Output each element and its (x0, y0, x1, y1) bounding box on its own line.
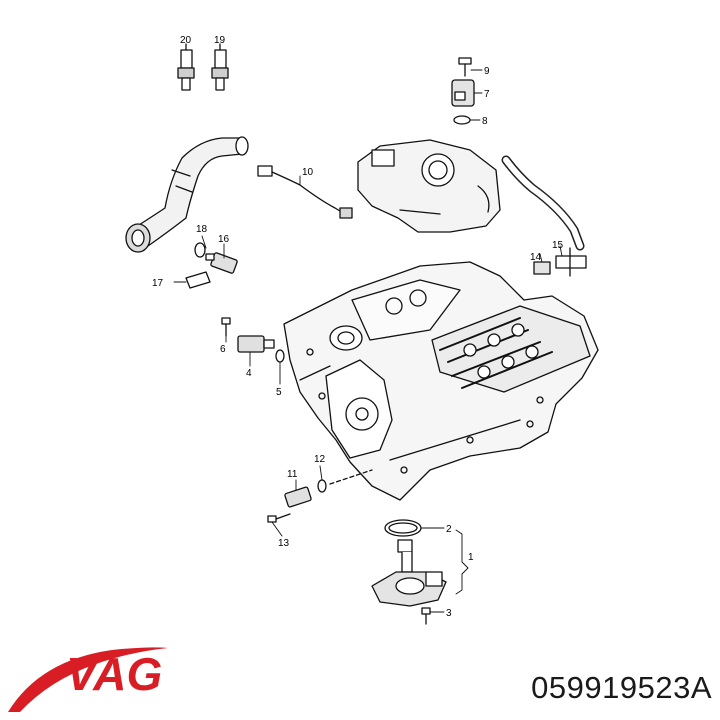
sensor-7 (451, 79, 475, 107)
callout-12: 12 (314, 454, 326, 465)
camshaft-sensor-4 (237, 335, 275, 353)
callout-19: 19 (214, 35, 226, 46)
oil-level-sensor-1 (371, 539, 447, 607)
retaining-clip-17 (185, 271, 211, 289)
callout-16: 16 (218, 234, 230, 245)
callout-13: 13 (278, 538, 290, 549)
sensor-11 (284, 486, 312, 508)
callout-9: 9 (484, 66, 490, 77)
callout-5: 5 (276, 387, 282, 398)
connector-15 (555, 247, 587, 277)
vag-logo-text: VAG (66, 648, 162, 700)
part-number: 059919523A (531, 670, 712, 705)
seal-ring-2 (384, 519, 422, 537)
bolt-3 (421, 607, 431, 625)
seal-ring-12 (317, 479, 327, 493)
bolt-6 (221, 317, 231, 337)
thermostat-housing (357, 139, 501, 233)
callout-1: 1 (468, 552, 474, 563)
callout-8: 8 (482, 116, 488, 127)
seal-ring-5 (275, 349, 285, 363)
sensor-14 (533, 261, 551, 275)
leader-lines (173, 43, 563, 613)
callout-20: 20 (180, 35, 192, 46)
pressure-switch-20 (177, 43, 195, 91)
bolt-13 (267, 513, 291, 523)
callout-15: 15 (552, 240, 564, 251)
engine-block (283, 261, 599, 501)
seal-ring-18 (194, 242, 206, 258)
callout-3: 3 (446, 608, 452, 619)
bolt-9 (458, 57, 472, 77)
callout-11: 11 (287, 469, 298, 480)
coolant-pipe (125, 136, 249, 253)
callout-7: 7 (484, 89, 490, 100)
callout-10: 10 (302, 167, 314, 178)
callout-18: 18 (196, 224, 208, 235)
coolant-temp-sensor-16 (205, 252, 238, 274)
seal-ring-8 (453, 115, 471, 125)
callout-17: 17 (152, 278, 164, 289)
callout-6: 6 (220, 344, 226, 355)
leader-dashed-11 (329, 469, 373, 485)
callout-4: 4 (246, 368, 252, 379)
callout-14: 14 (530, 252, 542, 263)
callout-2: 2 (446, 524, 452, 535)
pressure-switch-19 (211, 43, 229, 91)
vag-logo: VAG (8, 647, 168, 712)
vent-hose (501, 155, 585, 251)
